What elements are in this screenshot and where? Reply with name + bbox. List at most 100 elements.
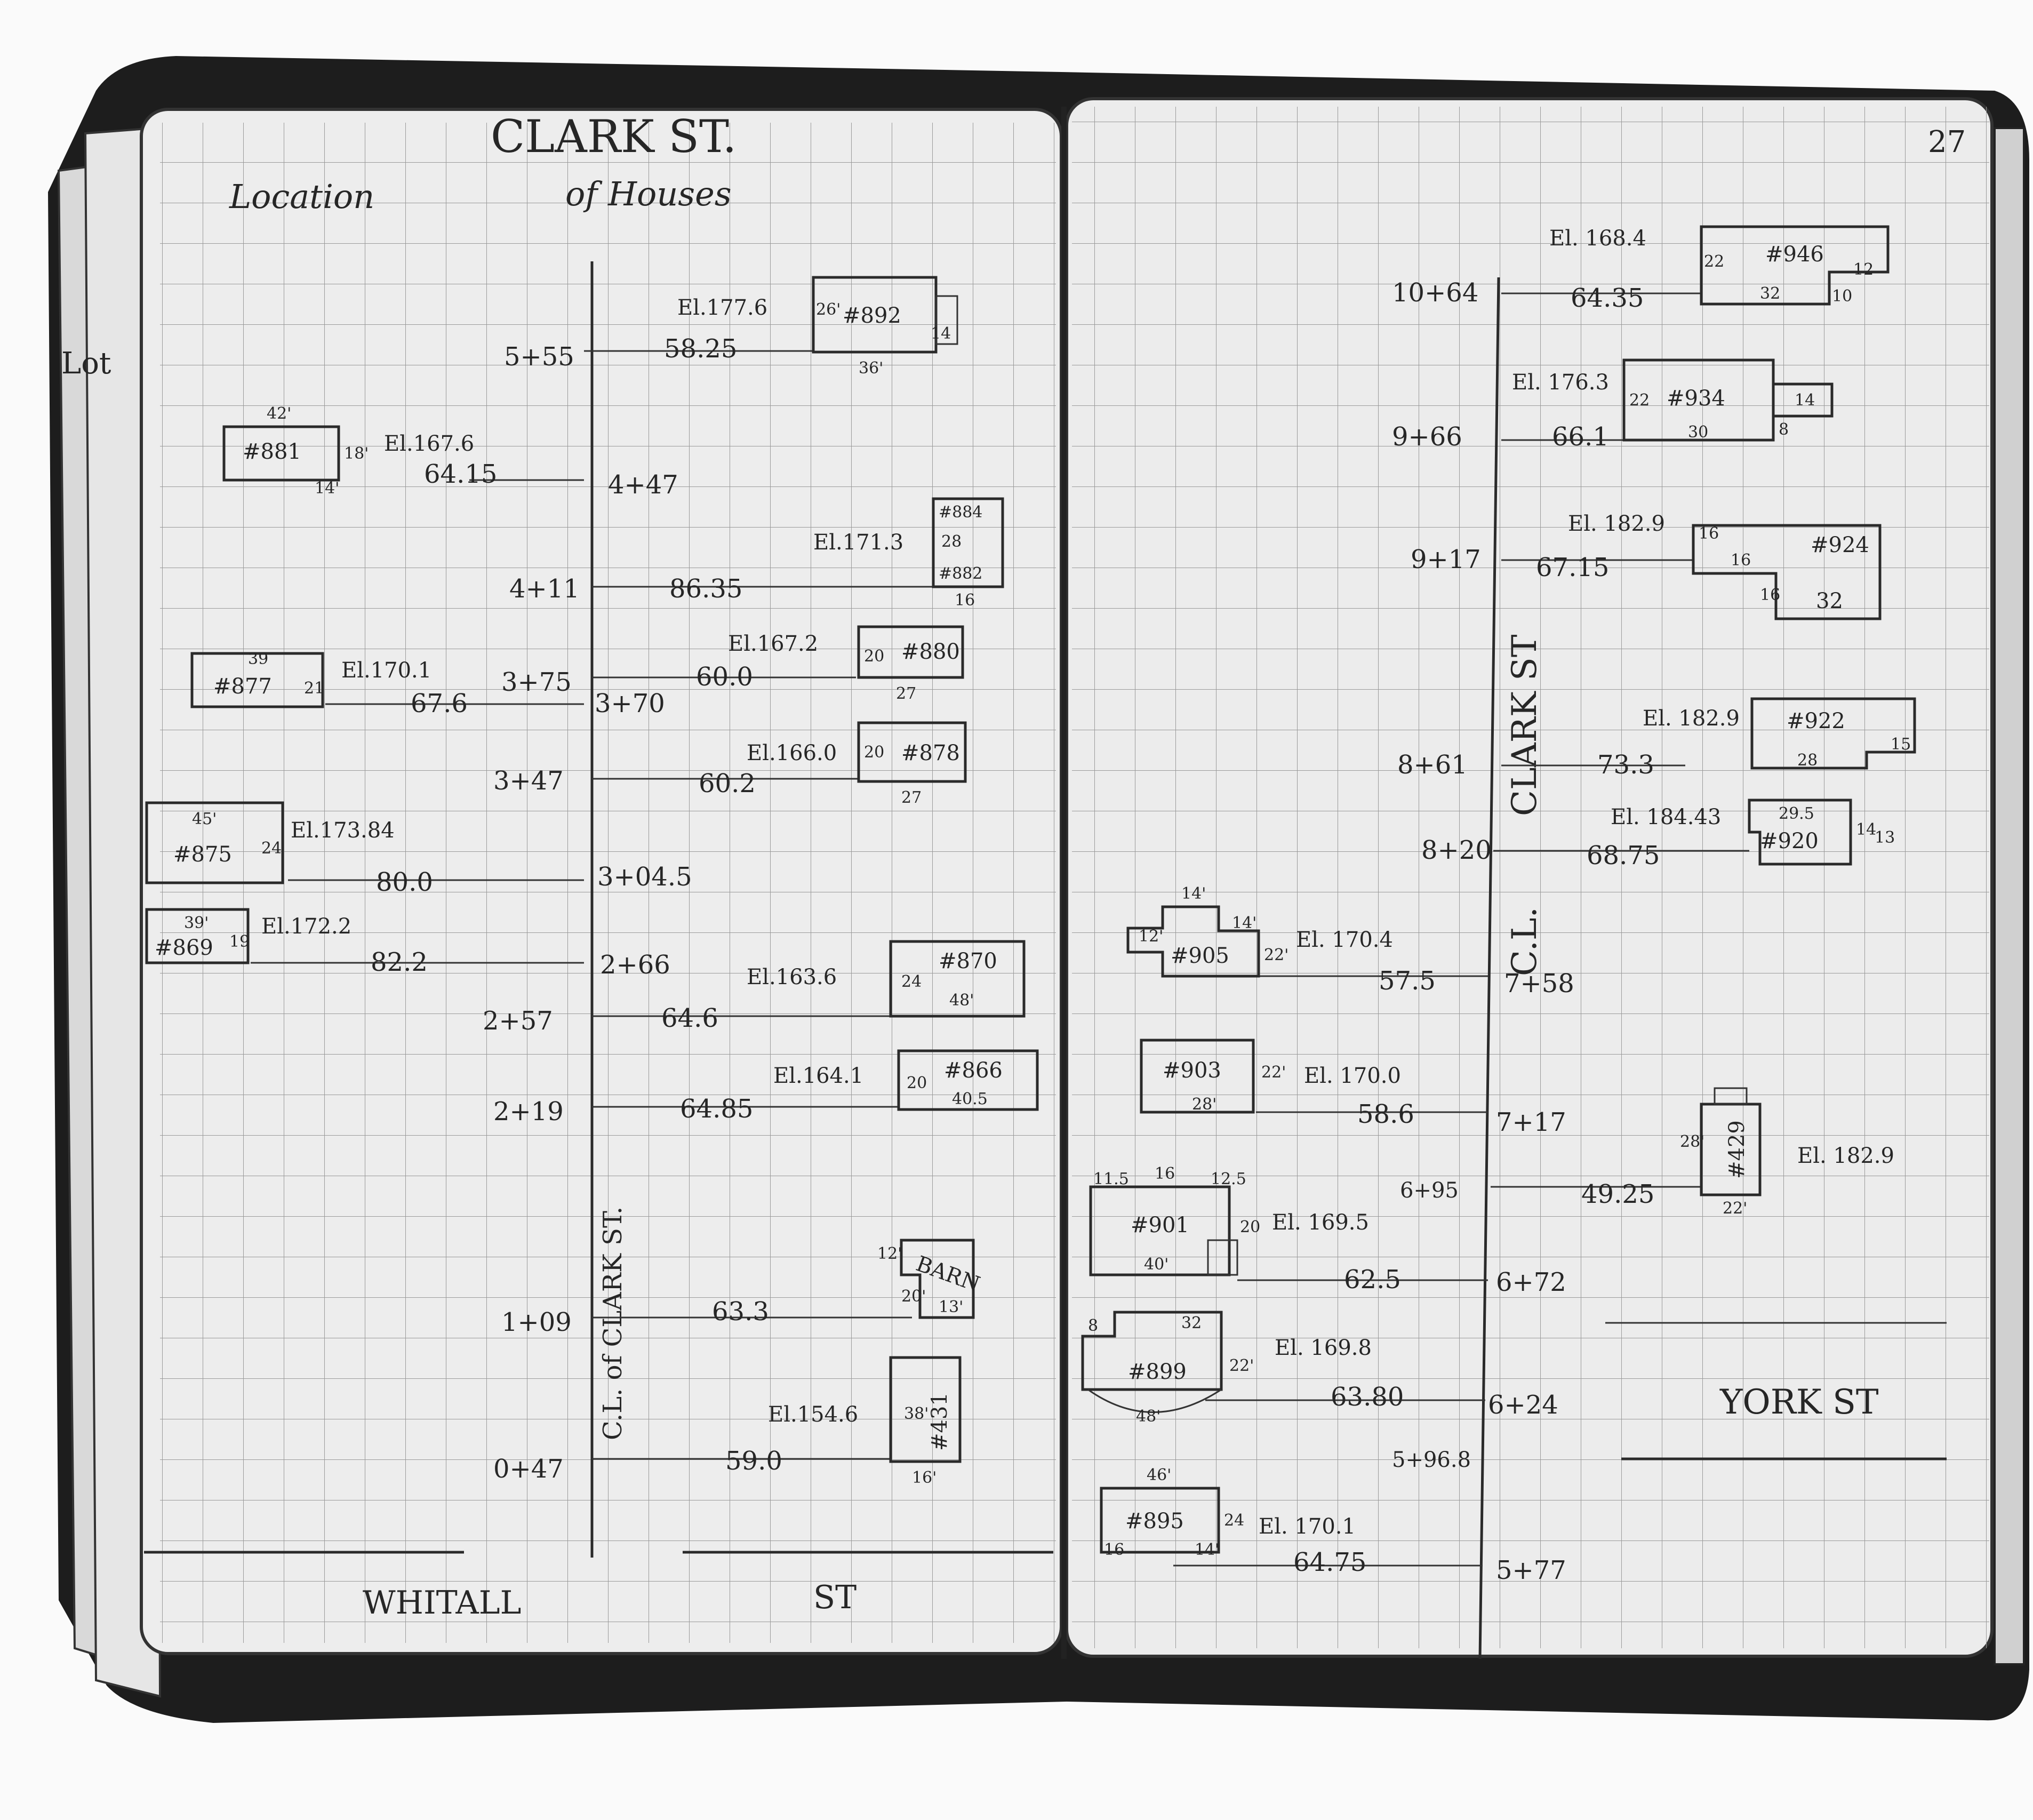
offset-label: 67.15	[1536, 553, 1609, 582]
svg-text:#878: #878	[901, 741, 960, 765]
svg-text:15: 15	[1891, 735, 1911, 754]
offset-label: 68.75	[1587, 841, 1660, 871]
station-label: 6+24	[1488, 1390, 1558, 1420]
left-elevations: El.177.6 El.167.6 El.171.3 El.170.1 El.1…	[261, 296, 903, 1427]
svg-text:36': 36'	[859, 359, 883, 378]
svg-text:16: 16	[955, 591, 975, 610]
svg-text:22: 22	[1629, 391, 1650, 410]
house-946: #946 22 32 12 10	[1700, 225, 1890, 306]
svg-text:#924: #924	[1811, 533, 1869, 557]
svg-text:#429: #429	[1725, 1120, 1749, 1179]
svg-text:21: 21	[304, 679, 324, 698]
svg-text:20: 20	[864, 743, 884, 762]
centerline-right	[1478, 277, 1500, 1659]
svg-text:30: 30	[1688, 423, 1708, 442]
house-905: #905 14' 12' 14' 22'	[1126, 884, 1288, 978]
elevation-label: El. 170.0	[1304, 1064, 1401, 1088]
svg-text:38': 38'	[904, 1404, 929, 1423]
elevation-label: El.154.6	[768, 1402, 858, 1427]
station-label: 4+11	[509, 574, 580, 604]
station-label: 0+47	[493, 1454, 564, 1484]
svg-text:22': 22'	[1261, 1063, 1286, 1082]
subtitle-of-houses: of Houses	[565, 174, 732, 213]
centerline-label-left: C.L. of CLARK ST.	[598, 1207, 628, 1440]
svg-text:11.5: 11.5	[1093, 1170, 1129, 1188]
station-label: 9+17	[1411, 545, 1481, 574]
street-label-clark: CLARK ST	[1505, 634, 1544, 816]
offset-label: 57.5	[1379, 966, 1436, 996]
svg-text:48': 48'	[1136, 1407, 1160, 1426]
elevation-label: El. 170.1	[1259, 1514, 1356, 1539]
elevation-label: El.166.0	[747, 741, 837, 765]
svg-text:39: 39	[248, 650, 268, 668]
svg-text:10: 10	[1832, 287, 1852, 306]
svg-text:#869: #869	[155, 936, 213, 960]
svg-text:32: 32	[1760, 284, 1780, 303]
svg-text:22': 22'	[1229, 1356, 1254, 1375]
svg-text:22': 22'	[1723, 1199, 1747, 1218]
elevation-label: El.173.84	[291, 818, 395, 843]
svg-text:27: 27	[896, 684, 916, 703]
svg-text:#920: #920	[1760, 829, 1819, 853]
svg-text:16: 16	[1731, 551, 1751, 570]
offset-label: 64.15	[424, 459, 497, 489]
station-label: 7+17	[1496, 1107, 1566, 1137]
house-877: #877 39 21	[190, 650, 324, 708]
offset-label: 58.6	[1357, 1099, 1414, 1129]
station-label: 2+57	[483, 1006, 553, 1036]
house-934: #934 22 30 14 8	[1622, 358, 1834, 442]
svg-text:24: 24	[261, 839, 282, 858]
svg-text:22: 22	[1704, 252, 1724, 271]
house-431: #431 38' 16'	[889, 1356, 962, 1487]
svg-text:#880: #880	[901, 640, 960, 664]
street-st-left: ST	[813, 1579, 857, 1616]
offset-label: 58.25	[664, 334, 737, 364]
svg-text:#922: #922	[1787, 709, 1845, 733]
svg-text:28: 28	[941, 532, 962, 551]
offset-label: 64.85	[680, 1094, 753, 1124]
elevation-label: El.172.2	[261, 914, 351, 939]
svg-text:#895: #895	[1125, 1509, 1184, 1534]
svg-text:24: 24	[901, 972, 922, 991]
station-label: 1+09	[501, 1307, 572, 1337]
svg-text:32: 32	[1181, 1314, 1202, 1332]
svg-text:#882: #882	[939, 564, 982, 583]
offset-label: 73.3	[1597, 750, 1654, 780]
svg-text:48': 48'	[949, 991, 974, 1010]
svg-text:32: 32	[1816, 589, 1843, 613]
offset-label: 82.2	[371, 947, 428, 977]
elevation-label: El. 184.43	[1611, 805, 1721, 829]
svg-text:14': 14'	[315, 479, 339, 498]
station-label: 2+19	[493, 1097, 564, 1127]
svg-text:20: 20	[864, 647, 884, 666]
svg-text:45': 45'	[192, 810, 217, 828]
station-label: 4+47	[608, 470, 678, 500]
svg-text:16': 16'	[912, 1468, 937, 1487]
svg-text:12: 12	[1853, 260, 1874, 279]
svg-text:40.5: 40.5	[952, 1090, 988, 1108]
svg-text:16: 16	[1699, 524, 1719, 543]
station-label: 6+72	[1496, 1267, 1566, 1297]
svg-text:40': 40'	[1144, 1255, 1168, 1274]
svg-text:28': 28'	[1192, 1095, 1216, 1114]
station-label: 6+95	[1400, 1178, 1459, 1203]
elevation-label: El. 182.9	[1643, 706, 1740, 731]
offset-label: 64.35	[1571, 283, 1644, 313]
elevation-label: El. 182.9	[1568, 512, 1665, 536]
house-878: #878 20 27	[857, 721, 967, 807]
station-label: 3+75	[501, 667, 572, 697]
svg-text:14': 14'	[1181, 884, 1206, 903]
svg-text:#901: #901	[1131, 1213, 1189, 1238]
house-880: #880 20 27	[857, 625, 964, 703]
house-869: #869 39' 19	[145, 908, 250, 964]
station-label: 3+04.5	[597, 862, 692, 892]
station-label: 3+47	[493, 766, 564, 796]
svg-text:12.5: 12.5	[1211, 1170, 1246, 1188]
svg-text:#877: #877	[213, 674, 272, 699]
house-924: #924 16 16 16 32	[1692, 524, 1882, 620]
svg-text:12': 12'	[877, 1244, 902, 1263]
svg-text:#884: #884	[939, 503, 982, 522]
offset-label: 80.0	[376, 867, 433, 897]
station-label: 5+96.8	[1392, 1448, 1471, 1472]
